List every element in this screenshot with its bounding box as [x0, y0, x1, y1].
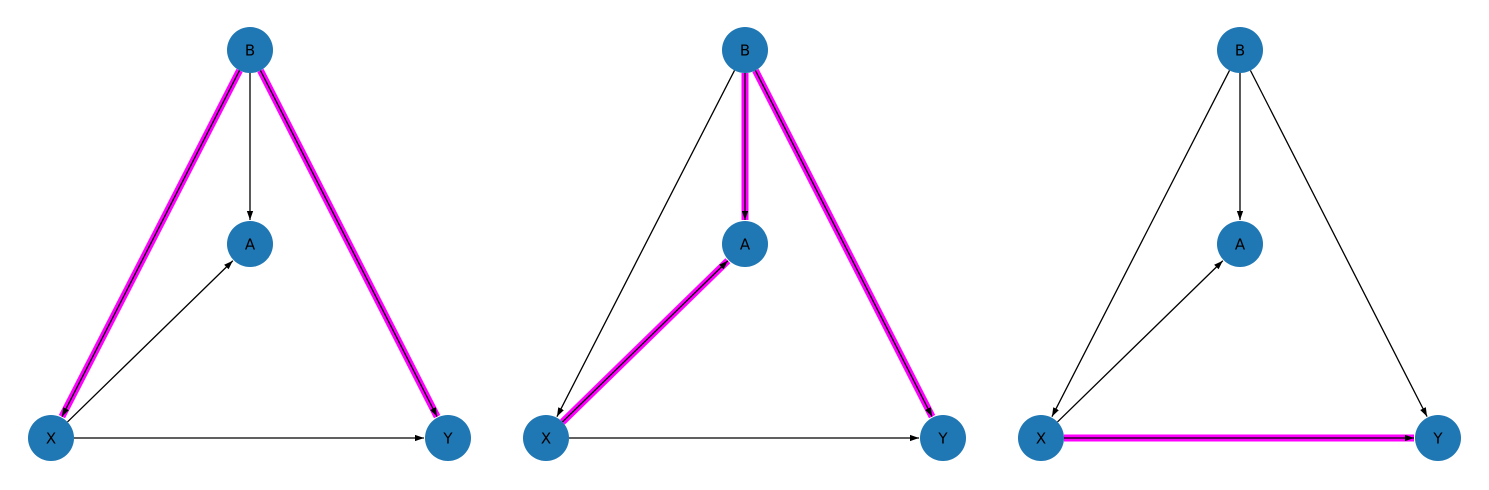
node-b [722, 27, 768, 73]
node-a [1217, 221, 1263, 267]
node-label-a: A [740, 236, 751, 254]
node-label-x: X [541, 430, 551, 448]
node-y [920, 415, 966, 461]
graph-panel-1: B A X Y [28, 27, 471, 461]
edge-b-to-x [556, 70, 736, 417]
node-a [227, 221, 273, 267]
edge-b-to-y [1249, 70, 1428, 417]
node-x [1018, 415, 1064, 461]
node-label-x: X [46, 430, 56, 448]
node-label-b: B [740, 42, 750, 60]
edge-x-to-a [1057, 260, 1224, 423]
node-a [722, 221, 768, 267]
edge-x-to-a [67, 260, 234, 423]
node-label-x: X [1036, 430, 1046, 448]
node-label-y: Y [1432, 430, 1443, 448]
node-y [425, 415, 471, 461]
node-label-b: B [1235, 42, 1245, 60]
node-y [1415, 415, 1461, 461]
node-label-b: B [245, 42, 255, 60]
node-b [1217, 27, 1263, 73]
node-b [227, 27, 273, 73]
edge-b-to-y [754, 70, 933, 417]
edge-b-to-y [259, 70, 438, 417]
node-label-a: A [1235, 236, 1246, 254]
edge-x-to-a [562, 260, 729, 423]
node-label-a: A [245, 236, 256, 254]
edge-b-to-x [1051, 70, 1231, 417]
edge-b-to-x [61, 70, 241, 417]
node-label-y: Y [937, 430, 948, 448]
graph-panel-3: B A X Y [1018, 27, 1461, 461]
node-x [523, 415, 569, 461]
graph-panel-2: B A X Y [523, 27, 966, 461]
node-label-y: Y [442, 430, 453, 448]
node-x [28, 415, 74, 461]
